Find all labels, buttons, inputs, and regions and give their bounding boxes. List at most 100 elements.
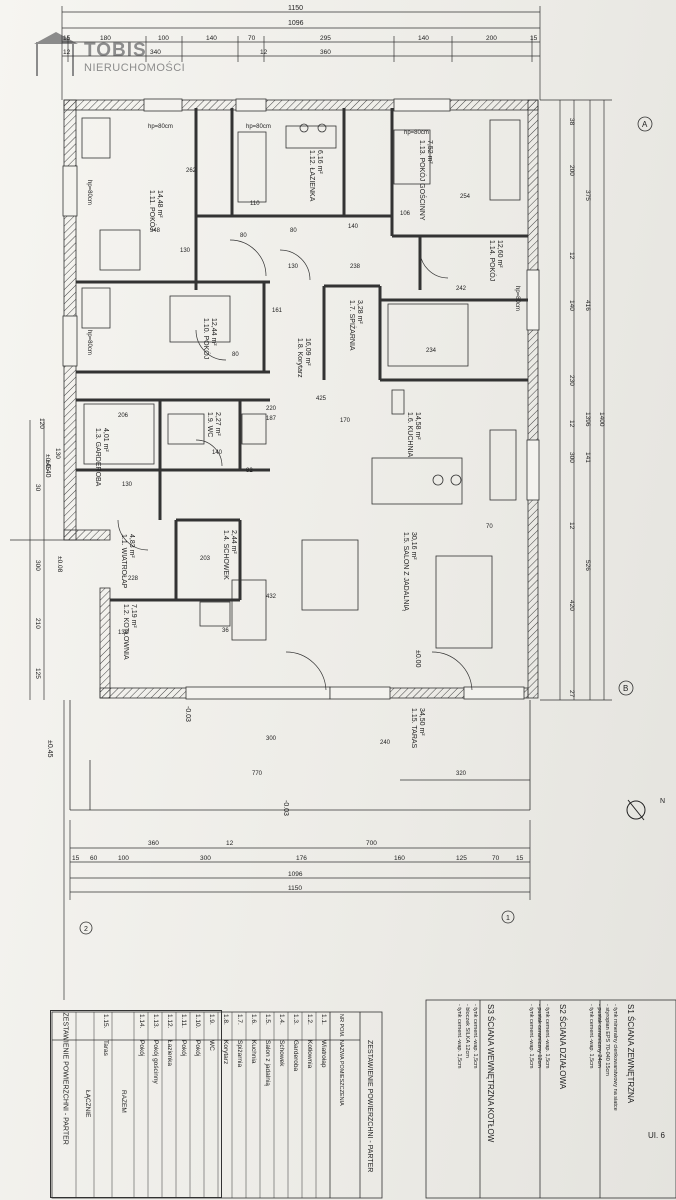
room-label: 1.5. SALON Z JADALNIĄ30,16 m²	[402, 532, 417, 611]
svg-text:425: 425	[316, 396, 327, 402]
svg-text:hp=80cm: hp=80cm	[404, 130, 429, 136]
svg-text:295: 295	[320, 35, 331, 42]
svg-text:161: 161	[272, 308, 283, 314]
svg-text:±0.45: ±0.45	[46, 740, 53, 758]
svg-text:234: 234	[426, 348, 437, 354]
room-label: 1.1. WIATROŁAP4,83 m²	[120, 534, 135, 589]
svg-text:375: 375	[584, 190, 591, 201]
svg-text:hp=80cm: hp=80cm	[86, 330, 92, 355]
dim-right-segments: 1400 1396 38 200 375 12 140 416 230 12 3…	[568, 118, 605, 698]
svg-text:262: 262	[186, 168, 197, 174]
svg-text:254: 254	[460, 194, 471, 200]
svg-text:203: 203	[200, 556, 211, 562]
svg-text:100: 100	[118, 855, 129, 862]
svg-text:N: N	[660, 798, 665, 805]
furniture	[81, 117, 521, 649]
svg-text:12: 12	[568, 522, 575, 530]
svg-text:242: 242	[456, 286, 467, 292]
svg-text:140: 140	[212, 450, 223, 456]
svg-text:526: 526	[584, 560, 591, 571]
svg-text:170: 170	[340, 418, 351, 424]
left-dimension-labels: 120 130 ±0.45 ±0.08 30 300 210 125	[34, 418, 63, 679]
svg-text:220: 220	[266, 406, 277, 412]
svg-text:±0.08: ±0.08	[56, 556, 63, 573]
axis-markers	[79, 116, 653, 935]
svg-text:-0.03: -0.03	[184, 706, 191, 722]
svg-text:100: 100	[158, 35, 169, 42]
room-label: 1.8. Korytarz16,09 m²	[296, 338, 311, 378]
svg-text:240: 240	[380, 740, 391, 746]
svg-text:140: 140	[568, 300, 575, 311]
svg-text:420: 420	[568, 600, 575, 611]
svg-text:70: 70	[486, 524, 493, 530]
svg-text:176: 176	[296, 855, 307, 862]
svg-text:125: 125	[456, 855, 467, 862]
top-dimensions	[61, 6, 541, 100]
svg-text:238: 238	[350, 264, 361, 270]
axis-1: 1	[506, 915, 510, 922]
svg-text:700: 700	[366, 840, 377, 847]
svg-text:130: 130	[288, 264, 299, 270]
svg-text:140: 140	[418, 35, 429, 42]
dim-top-total: 1150	[288, 5, 303, 12]
svg-text:300: 300	[568, 452, 575, 463]
svg-text:hp=80cm: hp=80cm	[514, 286, 520, 311]
right-dimensions	[540, 99, 612, 701]
room-label: 1.13. POKÓJ GOŚCINNY7,52 m²	[418, 140, 433, 221]
svg-text:hp=80cm: hp=80cm	[86, 180, 92, 205]
svg-text:12: 12	[260, 49, 268, 56]
room-label: 1.14. POKÓJ12,60 m²	[488, 240, 503, 281]
svg-text:30: 30	[34, 484, 41, 492]
svg-text:36: 36	[222, 628, 229, 634]
svg-text:hp=80cm: hp=80cm	[148, 124, 173, 130]
svg-text:±0.00: ±0.00	[414, 650, 421, 668]
room-label: 1.6. KUCHNIA14,58 m²	[406, 412, 421, 457]
bottom-dimension-labels: 360 12 700 15 60 100 300 176 160 125 70 …	[72, 840, 524, 892]
dim-top-inner: 1096	[288, 20, 304, 27]
room-labels: 1.11. POKÓJ14,48 m² 1.12. ŁAZIENKA6,16 m…	[94, 140, 503, 749]
svg-text:138: 138	[118, 630, 129, 636]
svg-text:80: 80	[290, 228, 297, 234]
svg-text:200: 200	[568, 165, 575, 176]
svg-text:15: 15	[63, 35, 71, 42]
svg-text:206: 206	[118, 413, 129, 419]
bottom-dimensions	[69, 820, 531, 900]
house-logo-icon	[34, 32, 78, 76]
dim-top-segments: 15 180 100 140 70 295 140 200 15 12 340 …	[63, 35, 538, 56]
room-label: 1.12. ŁAZIENKA6,16 m²	[308, 150, 323, 202]
terrace	[69, 700, 531, 811]
svg-text:200: 200	[486, 35, 497, 42]
svg-text:125: 125	[34, 668, 41, 679]
svg-text:27: 27	[568, 690, 575, 698]
svg-text:106: 106	[400, 211, 411, 217]
svg-text:340: 340	[150, 49, 161, 56]
axis-2: 2	[84, 926, 88, 933]
svg-text:1150: 1150	[288, 885, 302, 892]
svg-text:70: 70	[492, 855, 500, 862]
svg-text:210: 210	[34, 618, 41, 629]
svg-text:12: 12	[226, 840, 234, 847]
interior-walls	[76, 108, 528, 602]
svg-text:hp=80cm: hp=80cm	[246, 124, 271, 130]
axis-a: A	[642, 120, 648, 129]
svg-text:±0.40: ±0.40	[44, 460, 51, 478]
svg-text:38: 38	[568, 118, 575, 126]
svg-text:432: 432	[266, 594, 277, 600]
level-marks: ±0.00 -0.03 -0.03 ±0.45 ±0.40	[44, 460, 421, 816]
room-label: 1.7. SPIŻARNIA3,28 m²	[348, 300, 363, 351]
svg-text:15: 15	[530, 35, 538, 42]
svg-text:1096: 1096	[288, 871, 303, 878]
svg-text:1400: 1400	[598, 412, 605, 427]
svg-text:348: 348	[150, 228, 161, 234]
company-logo: TOBIS NIERUCHOMOŚCI	[34, 32, 196, 82]
svg-text:15: 15	[72, 855, 80, 862]
windows	[62, 98, 540, 700]
svg-text:12: 12	[63, 49, 71, 56]
svg-text:82: 82	[246, 468, 253, 474]
svg-text:360: 360	[148, 840, 159, 847]
svg-text:130: 130	[180, 248, 191, 254]
window-height-tags: hp=80cm hp=80cm hp=80cm hp=80cm hp=80cm …	[86, 124, 520, 355]
svg-text:228: 228	[128, 576, 139, 582]
room-label: 1.10. POKÓJ12,44 m²	[202, 318, 217, 359]
